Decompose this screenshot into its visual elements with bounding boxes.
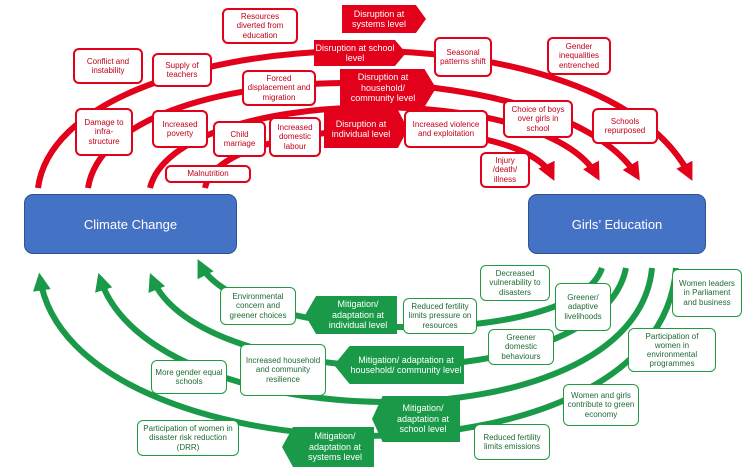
resources-diverted-box: Resources diverted from education: [222, 8, 298, 44]
girls-education-node: Girls’ Education: [528, 194, 706, 254]
women-env-programmes-box: Participation of women in environmental …: [628, 328, 716, 372]
disruption-individual-banner: Disruption at individual level: [324, 110, 408, 148]
increased-poverty-box: Increased poverty: [152, 110, 208, 148]
disruption-school-banner: Disruption at school level: [314, 40, 406, 66]
household-resilience-box: Increased household and community resili…: [240, 344, 326, 396]
schools-repurposed-box: Schools repurposed: [592, 108, 658, 144]
conflict-box: Conflict and instability: [73, 48, 143, 84]
greener-livelihoods-box: Greener/ adaptive livelihoods: [555, 283, 611, 331]
injury-box: Injury /death/ illness: [480, 152, 530, 188]
choice-boys-box: Choice of boys over girls in school: [503, 100, 573, 138]
mitigation-school-banner: Mitigation/ adaptation at school level: [372, 396, 460, 442]
domestic-labour-box: Increased domestic labour: [269, 117, 321, 157]
decreased-vulnerability-box: Decreased vulnerability to disasters: [480, 265, 550, 301]
mitigation-systems-banner: Mitigation/ adaptation at systems level: [282, 427, 374, 467]
malnutrition-box: Malnutrition: [165, 165, 251, 183]
reduced-fertility-emissions-box: Reduced fertility limits emissions: [474, 424, 550, 460]
child-marriage-box: Child marriage: [213, 121, 266, 157]
green-economy-box: Women and girls contribute to green econ…: [563, 384, 639, 426]
seasonal-patterns-box: Seasonal patterns shift: [434, 37, 492, 77]
women-drr-box: Participation of women in disaster risk …: [137, 420, 239, 456]
greener-domestic-box: Greener domestic behaviours: [488, 329, 554, 365]
disruption-household-banner: Disruption at household/ community level: [340, 69, 436, 107]
disruption-household-arc: [147, 104, 600, 189]
climate-change-node: Climate Change: [24, 194, 237, 254]
mitigation-household-banner: Mitigation/ adaptation at household/ com…: [334, 346, 464, 384]
women-leaders-box: Women leaders in Parliament and business: [672, 269, 742, 317]
increased-violence-box: Increased violence and exploitation: [404, 110, 488, 148]
reduced-fertility-resources-box: Reduced fertility limits pressure on res…: [403, 298, 477, 334]
mitigation-individual-banner: Mitigation/ adaptation at individual lev…: [305, 296, 397, 334]
gender-equal-schools-box: More gender equal schools: [151, 360, 227, 394]
forced-displacement-box: Forced displacement and migration: [242, 70, 316, 106]
supply-teachers-box: Supply of teachers: [152, 53, 212, 87]
damage-infrastructure-box: Damage to infra-structure: [75, 108, 133, 156]
gender-inequalities-box: Gender inequalities entrenched: [547, 37, 611, 75]
env-concern-box: Environmental concern and greener choice…: [220, 287, 296, 325]
disruption-systems-banner: Disruption at systems level: [342, 5, 426, 33]
